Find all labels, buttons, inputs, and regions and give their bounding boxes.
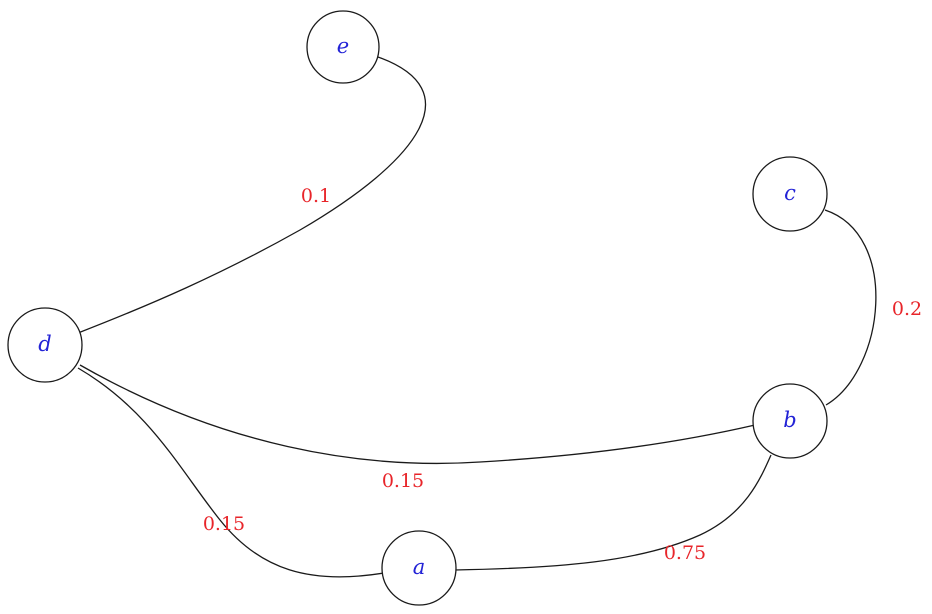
edge-c-b [824, 209, 877, 406]
node-c-circle [752, 156, 828, 232]
edge-d-b [79, 364, 756, 465]
node-d[interactable]: d [7, 307, 83, 383]
node-e-label: e [337, 34, 349, 58]
node-b-label: b [783, 408, 796, 432]
node-a[interactable]: a [381, 530, 457, 606]
node-a-label: a [413, 555, 426, 579]
weight-e-d: 0.1 [301, 185, 331, 207]
node-b[interactable]: b [752, 383, 828, 459]
node-b-circle [752, 383, 828, 459]
node-e[interactable]: e [306, 10, 380, 84]
node-d-circle [7, 307, 83, 383]
node-c-label: c [784, 181, 796, 205]
node-e-circle [306, 10, 380, 84]
edge-a-b [454, 454, 772, 571]
weight-a-b: 0.75 [664, 542, 706, 564]
node-c[interactable]: c [752, 156, 828, 232]
weight-d-a: 0.15 [203, 513, 245, 535]
weight-d-b: 0.15 [382, 470, 424, 492]
node-a-circle [381, 530, 457, 606]
edge-d-a [77, 367, 385, 578]
node-d-label: d [38, 332, 51, 356]
weight-c-b: 0.2 [892, 298, 922, 320]
edge-e-d [77, 56, 426, 334]
